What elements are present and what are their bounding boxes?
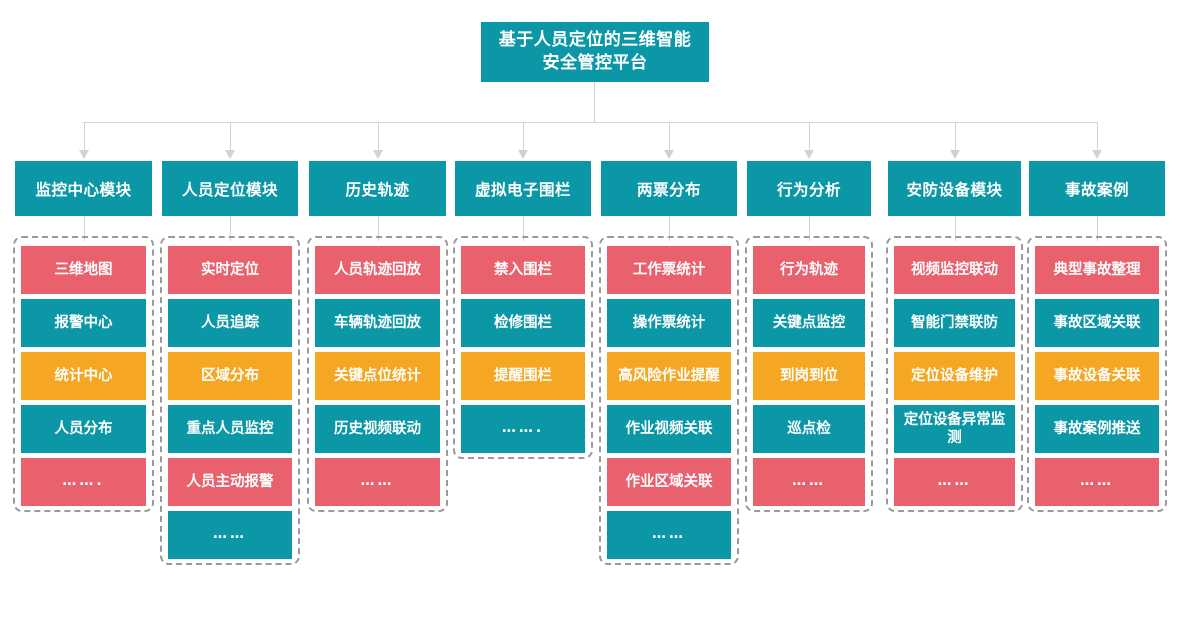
feature-item[interactable]: 操作票统计 [607,299,731,347]
feature-item[interactable]: 重点人员监控 [168,405,292,453]
feature-item[interactable]: 定位设备维护 [894,352,1015,400]
feature-item[interactable]: 车辆轨迹回放 [315,299,440,347]
feature-item[interactable]: 统计中心 [21,352,146,400]
feature-item[interactable]: 检修围栏 [461,299,585,347]
feature-item[interactable]: 人员追踪 [168,299,292,347]
feature-item[interactable]: 提醒围栏 [461,352,585,400]
feature-item[interactable]: 三维地图 [21,246,146,294]
feature-item[interactable]: 事故区域关联 [1035,299,1159,347]
feature-item[interactable]: …… [1035,458,1159,506]
connector-subdrop-6 [809,216,810,241]
feature-item[interactable]: 巡点检 [753,405,865,453]
feature-item[interactable]: 历史视频联动 [315,405,440,453]
column-items-group-5: 工作票统计操作票统计高风险作业提醒作业视频关联作业区域关联 …… [599,236,739,565]
feature-item[interactable]: 关键点监控 [753,299,865,347]
connector-drop-5 [669,123,670,152]
feature-item[interactable]: …… [168,511,292,559]
column-items-group-1: 三维地图报警中心统计中心人员分布 ……. [13,236,154,512]
feature-item[interactable]: 人员分布 [21,405,146,453]
feature-item[interactable]: 智能门禁联防 [894,299,1015,347]
connector-drop-4 [523,123,524,152]
column-header-6[interactable]: 行为分析 [747,161,871,216]
column-items-group-4: 禁入围栏检修围栏提醒围栏 ……. [453,236,593,459]
feature-item[interactable]: 人员轨迹回放 [315,246,440,294]
feature-item[interactable]: 区域分布 [168,352,292,400]
feature-item[interactable]: 典型事故整理 [1035,246,1159,294]
column-header-4[interactable]: 虚拟电子围栏 [455,161,591,216]
column-items-group-8: 典型事故整理事故区域关联事故设备关联事故案例推送 …… [1027,236,1167,512]
feature-item[interactable]: 高风险作业提醒 [607,352,731,400]
connector-arrow-8 [1092,150,1102,159]
connector-bus [83,122,1098,123]
connector-subdrop-7 [955,216,956,241]
feature-item[interactable]: …… [894,458,1015,506]
connector-subdrop-8 [1097,216,1098,241]
connector-drop-3 [378,123,379,152]
connector-subdrop-1 [84,216,85,241]
connector-arrow-3 [373,150,383,159]
connector-arrow-2 [225,150,235,159]
connector-subdrop-5 [669,216,670,241]
feature-item[interactable]: 行为轨迹 [753,246,865,294]
connector-subdrop-2 [230,216,231,241]
feature-item[interactable]: 视频监控联动 [894,246,1015,294]
feature-item[interactable]: 事故案例推送 [1035,405,1159,453]
feature-item[interactable]: 事故设备关联 [1035,352,1159,400]
connector-subdrop-3 [378,216,379,241]
platform-title-box: 基于人员定位的三维智能安全管控平台 [481,22,709,82]
column-header-5[interactable]: 两票分布 [601,161,737,216]
feature-item[interactable]: ……. [21,458,146,506]
feature-item[interactable]: …… [315,458,440,506]
connector-arrow-1 [79,150,89,159]
feature-item[interactable]: 禁入围栏 [461,246,585,294]
column-items-group-2: 实时定位人员追踪区域分布重点人员监控人员主动报警 …… [160,236,300,565]
connector-arrow-7 [950,150,960,159]
column-header-3[interactable]: 历史轨迹 [309,161,446,216]
connector-arrow-5 [664,150,674,159]
column-items-group-7: 视频监控联动智能门禁联防定位设备维护定位设备异常监测 …… [886,236,1023,512]
column-items-group-3: 人员轨迹回放车辆轨迹回放关键点位统计历史视频联动 …… [307,236,448,512]
column-header-1[interactable]: 监控中心模块 [15,161,152,216]
column-header-8[interactable]: 事故案例 [1029,161,1165,216]
connector-drop-2 [230,123,231,152]
connector-arrow-4 [518,150,528,159]
title-stem-connector [594,82,595,123]
feature-item[interactable]: 报警中心 [21,299,146,347]
connector-drop-6 [809,123,810,152]
connector-drop-1 [84,123,85,152]
feature-item[interactable]: 作业区域关联 [607,458,731,506]
feature-item[interactable]: 作业视频关联 [607,405,731,453]
connector-subdrop-4 [523,216,524,241]
connector-drop-8 [1097,123,1098,152]
feature-item[interactable]: 人员主动报警 [168,458,292,506]
column-items-group-6: 行为轨迹关键点监控到岗到位巡点检 …… [745,236,873,512]
feature-item[interactable]: 定位设备异常监测 [894,405,1015,453]
feature-item[interactable]: 到岗到位 [753,352,865,400]
column-header-2[interactable]: 人员定位模块 [162,161,298,216]
feature-item[interactable]: 关键点位统计 [315,352,440,400]
column-header-7[interactable]: 安防设备模块 [888,161,1021,216]
connector-arrow-6 [804,150,814,159]
connector-drop-7 [955,123,956,152]
feature-item[interactable]: 工作票统计 [607,246,731,294]
feature-item[interactable]: 实时定位 [168,246,292,294]
feature-item[interactable]: …… [607,511,731,559]
feature-item[interactable]: ……. [461,405,585,453]
feature-item[interactable]: …… [753,458,865,506]
